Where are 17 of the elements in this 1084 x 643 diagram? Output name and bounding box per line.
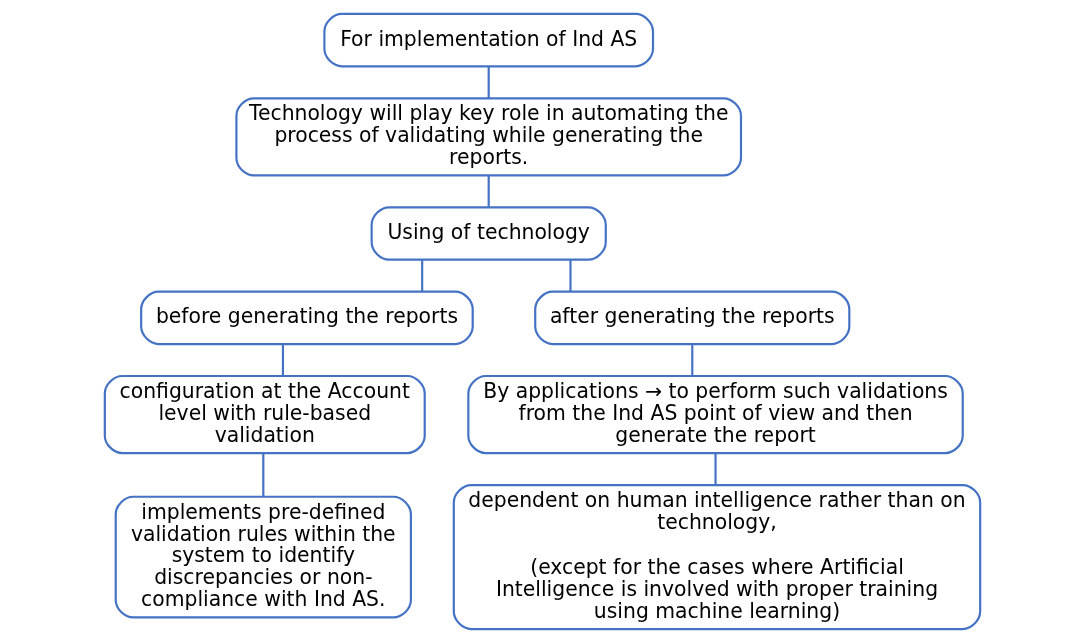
node-box: By applications → to perform such validations from the Ind AS point of view and then generate the report: [466, 374, 964, 455]
connector: [690, 344, 693, 376]
node-box: For implementation of Ind AS: [322, 12, 654, 68]
node-box: dependent on human intelligence rather than on technology, (except for the cases where Artificial Intelligence is involved with proper training using machine learning): [452, 484, 981, 631]
connector: [420, 259, 423, 292]
node-box: configuration at the Account level with rule-based validation: [103, 374, 426, 455]
connector: [568, 259, 572, 292]
connector: [261, 453, 264, 497]
connector: [713, 453, 717, 485]
node-box: before generating the reports: [139, 290, 474, 346]
node-box: implements pre-defined validation rules within the system to identify discrepancies or non-compliance with Ind AS.: [114, 495, 412, 619]
connector: [487, 175, 490, 207]
node-box: Using of technology: [370, 206, 607, 261]
connector: [281, 344, 284, 376]
node-box: Technology will play key role in automating the process of validating while generating the reports.: [234, 97, 742, 177]
node-box: after generating the reports: [533, 290, 850, 346]
connector: [487, 66, 490, 99]
